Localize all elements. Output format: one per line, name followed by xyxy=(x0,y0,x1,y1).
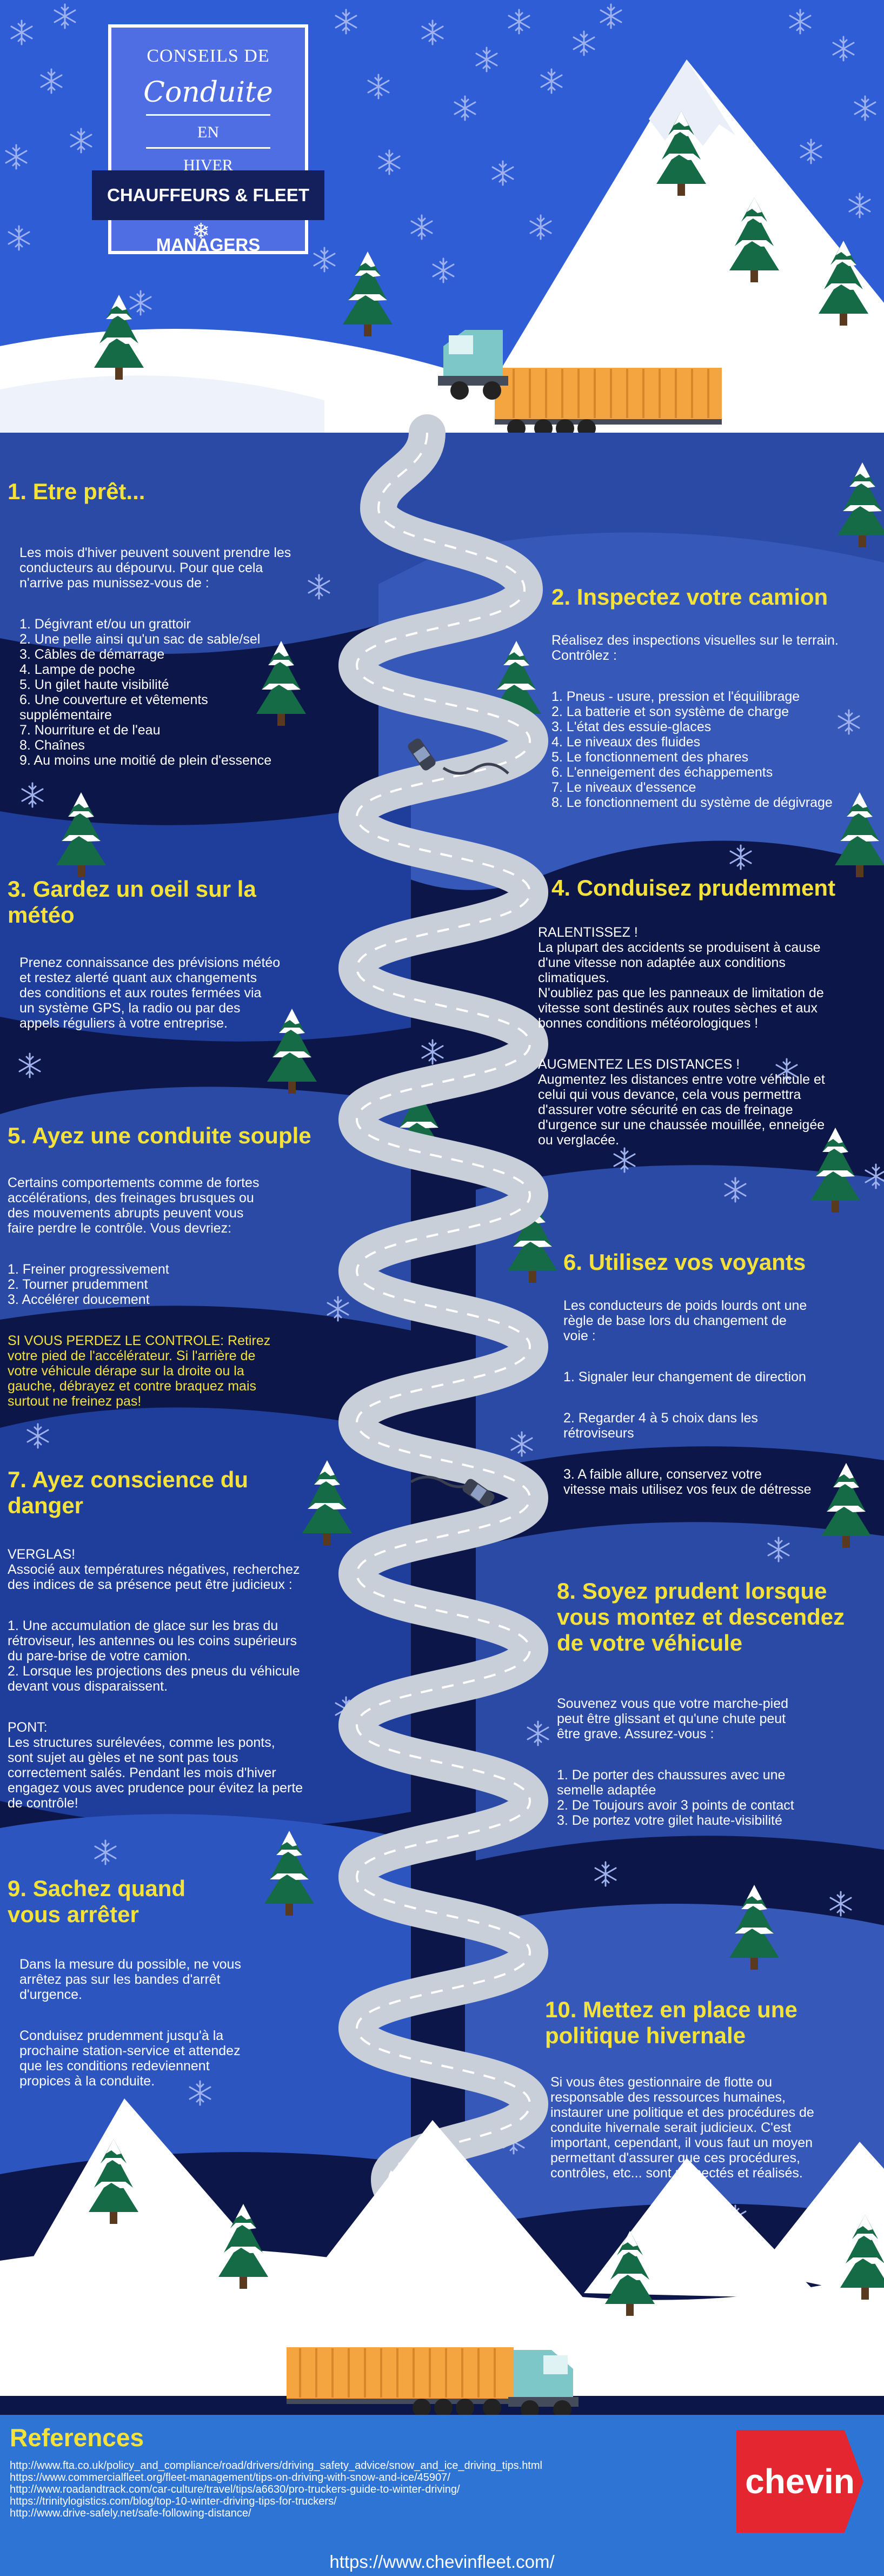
references-title: References xyxy=(10,2423,144,2452)
section-9-continue: Conduisez prudemment jusqu'à la prochain… xyxy=(19,2028,241,2089)
section-9-stop: Dans la mesure du possible, ne vous arrê… xyxy=(19,1957,241,2002)
section-3-text: Prenez connaissance des prévisions météo… xyxy=(19,955,281,1031)
badge-line-2: Conduite xyxy=(143,76,273,109)
snowflake-icon: ❄ xyxy=(192,220,210,243)
section-6-body: Les conducteurs de poids lourds ont une … xyxy=(563,1283,882,1523)
section-10-body: Si vous êtes gestionnaire de flotte ou r… xyxy=(550,2060,884,2207)
chevin-logo[interactable]: chevin xyxy=(736,2430,863,2533)
section-3-body: Prenez connaissance des prévisions météo… xyxy=(19,940,344,1057)
section-10-title: 10. Mettez en place une politique hivern… xyxy=(545,1997,797,2048)
section-8-list: 1. De porter des chaussures avec une sem… xyxy=(557,1767,794,1828)
section-6-step-3: 3. A faible allure, conservez votre vite… xyxy=(563,1467,812,1497)
section-8-intro: Souvenez vous que votre marche-pied peut… xyxy=(557,1696,789,1741)
badge-divider xyxy=(146,147,270,149)
section-3-title: 3. Gardez un oeil sur la météo xyxy=(8,876,256,928)
section-8-body: Souvenez vous que votre marche-pied peut… xyxy=(557,1681,881,1854)
section-8-title: 8. Soyez prudent lorsque vous montez et … xyxy=(557,1578,845,1655)
badge-divider xyxy=(146,114,270,116)
section-7-ice: VERGLAS! Associé aux températures négati… xyxy=(8,1547,300,1592)
section-1-list: 1. Dégivrant et/ou un grattoir 2. Une pe… xyxy=(19,617,272,768)
section-7-bridge: PONT: Les structures surélevées, comme l… xyxy=(8,1720,303,1811)
section-4-slow-down: RALENTISSEZ ! La plupart des accidents s… xyxy=(538,925,824,1031)
section-4-title: 4. Conduisez prudemment xyxy=(551,875,836,900)
section-9-title: 9. Sachez quand vous arrêter xyxy=(8,1876,186,1927)
section-6-step-2: 2. Regarder 4 à 5 choix dans les rétrovi… xyxy=(563,1410,758,1441)
section-7-body: VERGLAS! Associé aux températures négati… xyxy=(8,1532,354,1837)
section-6-intro: Les conducteurs de poids lourds ont une … xyxy=(563,1298,807,1343)
section-5-title: 5. Ayez une conduite souple xyxy=(8,1123,311,1148)
references-list: http://www.fta.co.uk/policy_and_complian… xyxy=(10,2460,542,2519)
section-1-body: Les mois d'hiver peuvent souvent prendre… xyxy=(19,530,355,794)
section-2-list: 1. Pneus - usure, pression et l'équilibr… xyxy=(551,689,833,810)
reference-link[interactable]: https://trinitylogistics.com/blog/top-10… xyxy=(10,2495,337,2507)
section-5-intro: Certains comportements comme de fortes a… xyxy=(8,1175,260,1236)
section-6-title: 6. Utilisez vos voyants xyxy=(563,1249,806,1275)
reference-link[interactable]: https://www.commercialfleet.org/fleet-ma… xyxy=(10,2472,450,2484)
badge-line-1: CONSEILS DE xyxy=(147,46,270,66)
section-2-intro: Réalisez des inspections visuelles sur l… xyxy=(551,633,839,663)
audience-ribbon: CHAUFFEURS & FLEET MANAGERS xyxy=(92,170,324,255)
section-5-body: Certains comportements comme de fortes a… xyxy=(8,1160,343,1435)
section-10-text: Si vous êtes gestionnaire de flotte ou r… xyxy=(550,2075,814,2181)
reference-link[interactable]: http://www.roadandtrack.com/car-culture/… xyxy=(10,2484,460,2495)
section-1-title: 1. Etre prêt... xyxy=(8,479,145,504)
website-link[interactable]: https://www.chevinfleet.com/ xyxy=(329,2552,555,2572)
section-2-body: Réalisez des inspections visuelles sur l… xyxy=(551,618,881,836)
section-4-body: RALENTISSEZ ! La plupart des accidents s… xyxy=(538,910,884,1174)
section-1-intro: Les mois d'hiver peuvent souvent prendre… xyxy=(19,545,291,591)
badge-line-3: EN xyxy=(197,123,219,141)
section-9-body: Dans la mesure du possible, ne vous arrê… xyxy=(19,1942,322,2115)
reference-link[interactable]: http://www.drive-safely.net/safe-followi… xyxy=(10,2507,251,2519)
section-2-title: 2. Inspectez votre camion xyxy=(551,584,828,610)
section-5-warning: SI VOUS PERDEZ LE CONTROLE: Retirez votr… xyxy=(8,1333,271,1409)
section-7-title: 7. Ayez conscience du danger xyxy=(8,1467,249,1518)
section-6-step-1: 1. Signaler leur changement de direction xyxy=(563,1369,806,1385)
section-5-list: 1. Freiner progressivement 2. Tourner pr… xyxy=(8,1262,169,1307)
section-7-signs: 1. Une accumulation de glace sur les bra… xyxy=(8,1618,300,1694)
reference-link[interactable]: http://www.fta.co.uk/policy_and_complian… xyxy=(10,2460,542,2472)
section-4-distance: AUGMENTEZ LES DISTANCES ! Augmentez les … xyxy=(538,1057,825,1148)
